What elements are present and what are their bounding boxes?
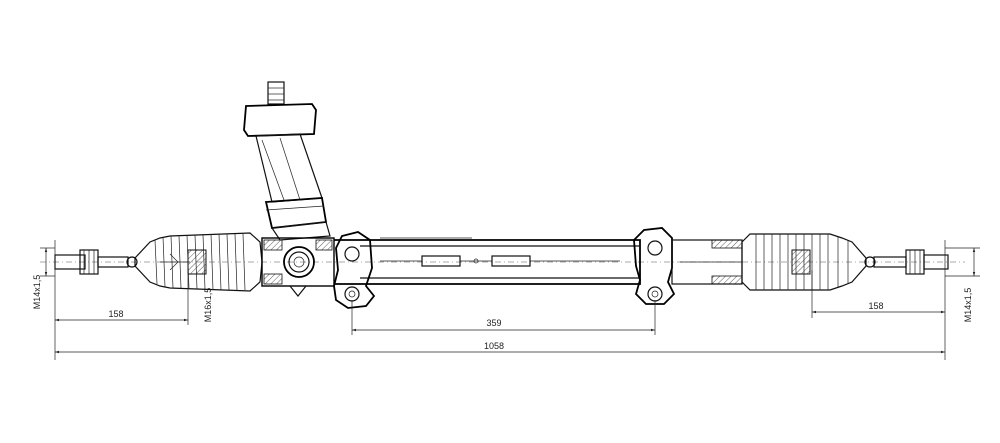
right-end-housing <box>671 239 743 285</box>
pinion-gear <box>261 237 335 297</box>
dimension-lines <box>44 248 976 354</box>
left-bellows <box>134 232 263 292</box>
left-mount <box>333 231 376 309</box>
rack-housing <box>334 237 641 285</box>
thread-right-outer: M14x1,5 <box>963 288 973 323</box>
left-tie-rod <box>54 249 138 275</box>
extension-lines <box>40 240 980 360</box>
dim-right-tie-rod: 158 <box>868 301 883 311</box>
dim-total-length: 1058 <box>484 341 504 351</box>
right-tie-rod <box>864 249 949 275</box>
right-bellows <box>741 233 867 291</box>
thread-left-inner: M16x1,5 <box>203 288 213 323</box>
thread-left-outer: M14x1,5 <box>32 275 42 310</box>
pinion-valve-tower <box>243 81 331 241</box>
dim-mount-distance: 359 <box>486 318 501 328</box>
dim-left-tie-rod: 158 <box>108 309 123 319</box>
